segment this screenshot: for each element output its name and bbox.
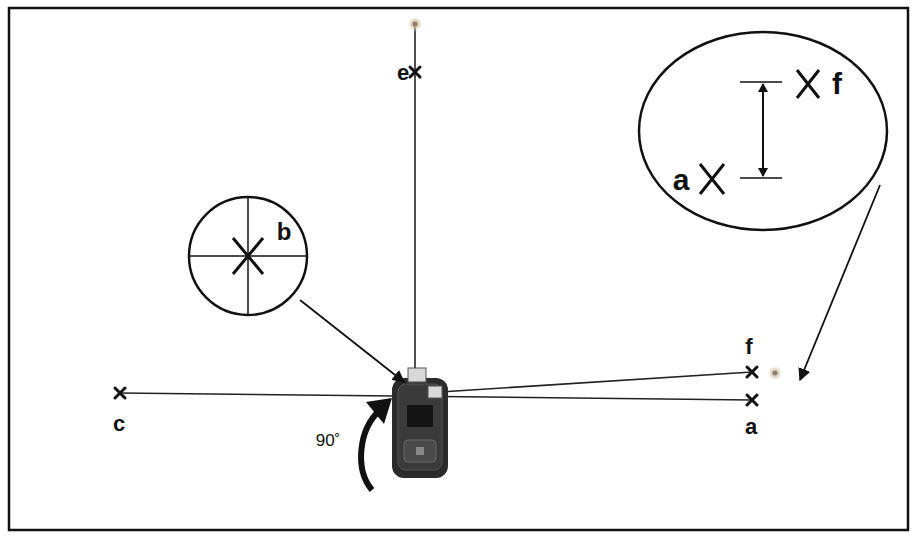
angle-label: 90˚ (316, 432, 341, 449)
point-label: f (745, 336, 752, 358)
point-label: b (277, 220, 292, 244)
magnified-target: b (187, 195, 309, 317)
circle-outline (637, 30, 889, 232)
magnified-inset: fa (637, 30, 889, 232)
point-label: a (745, 416, 757, 438)
point-label: e (397, 62, 409, 84)
circle-outline (187, 195, 309, 317)
point-label: c (113, 413, 125, 435)
point-label: f (832, 69, 842, 99)
point-label: a (673, 165, 690, 195)
